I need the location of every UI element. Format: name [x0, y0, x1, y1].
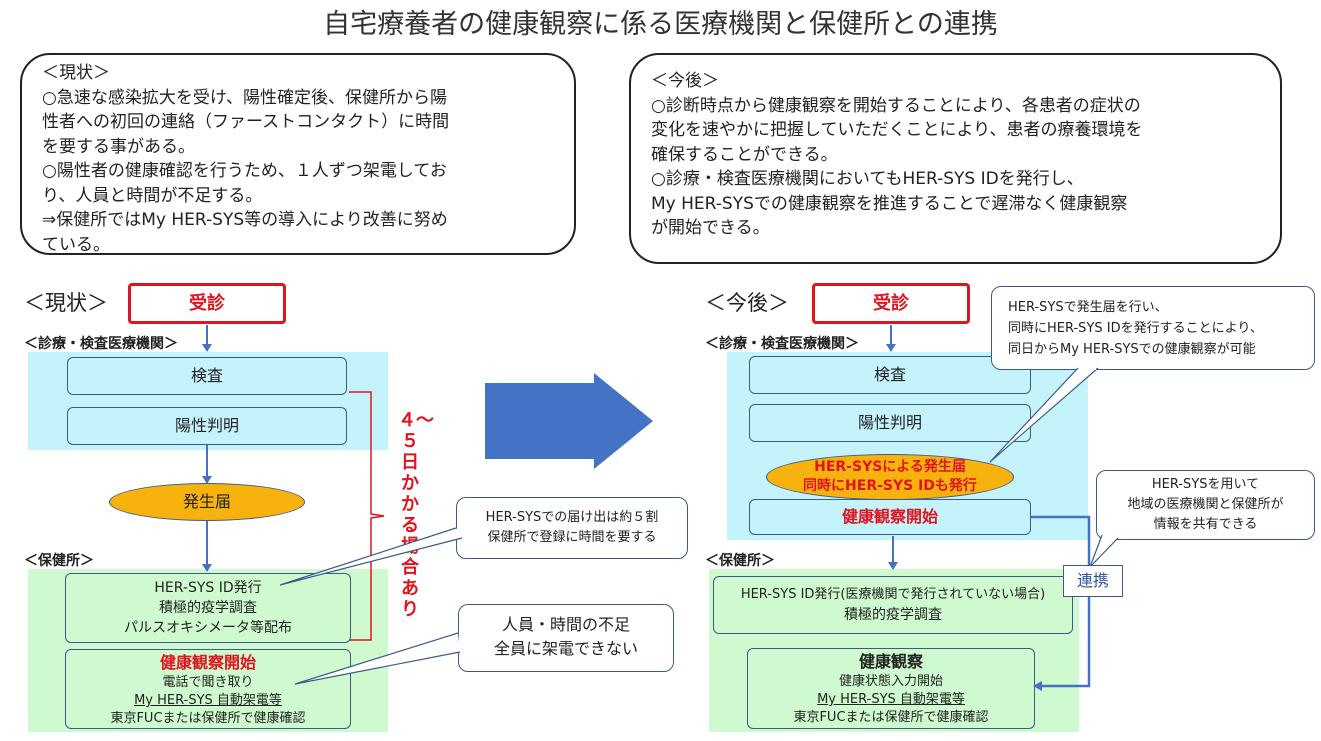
right-observation-box: 健康観察 健康状態入力開始 My HER-SYS 自動架電等 東京FUCまたは保… [747, 648, 1035, 729]
flow-arrow-head [202, 564, 212, 572]
callout-pointer [989, 367, 1099, 463]
left-visit-box: 受診 [128, 283, 286, 324]
left-observation-box: 健康観察開始 電話で聞き取り My HER-SYS 自動架電等 東京FUCまたは… [65, 649, 351, 729]
right-visit-box: 受診 [812, 283, 970, 324]
future-box: ＜今後＞ ○診断時点から健康観察を開始することにより、各患者の症状の 変化を速や… [629, 53, 1282, 264]
left-hc-line: HER-SYS ID発行 [154, 580, 262, 596]
flow-arrow-head [1033, 681, 1042, 691]
callout-line: 保健所で登録に時間を要する [487, 530, 657, 545]
future-line: 変化を速やかに把握していただくことにより、患者の療養環境を [651, 120, 1143, 140]
callout-line: 同時にHER-SYS IDを発行することにより、 [1008, 321, 1263, 336]
page-title: 自宅療養者の健康観察に係る医療機関と保健所との連携 [323, 9, 998, 40]
left-hc-line: パルスオキシメータ等配布 [124, 620, 292, 636]
future-line: が開始できる。 [651, 218, 770, 238]
current-line: ている。 [42, 234, 110, 255]
right-notification-line: 同時にHER-SYS IDも発行 [803, 478, 977, 494]
left-clinic-label: ＜診療・検査医療機関＞ [24, 336, 178, 352]
left-notification-oval: 発生届 [109, 483, 305, 521]
right-notification-oval: HER-SYSによる発生届 同時にHER-SYS IDも発行 [766, 454, 1014, 500]
right-obs-start-box: 健康観察開始 [749, 499, 1031, 535]
link-connector [1031, 515, 1091, 688]
left-callout-staff: 人員・時間の不足 全員に架電できない [458, 604, 674, 672]
left-clinic-area [28, 352, 388, 450]
left-positive-box: 陽性判明 [67, 407, 347, 445]
right-obs-line: My HER-SYS 自動架電等 [817, 692, 965, 707]
left-obs-line: 東京FUCまたは保健所で健康確認 [110, 711, 306, 726]
left-obs-title: 健康観察開始 [159, 653, 256, 672]
callout-line: HER-SYSで発生届を行い、 [1008, 300, 1168, 315]
callout-line: 人員・時間の不足 [501, 615, 630, 634]
flow-arrow-head [886, 344, 896, 352]
right-clinic-label: ＜診療・検査医療機関＞ [705, 336, 859, 352]
right-hc-line: 積極的疫学調査 [844, 607, 942, 623]
current-line: ○急速な感染拡大を受け、陽性確定後、保健所から陽 [42, 87, 447, 108]
current-line: ⇒保健所ではMy HER-SYS等の導入により改善に努め [42, 210, 448, 230]
callout-line: HER-SYSを用いて [1151, 477, 1260, 492]
right-callout-sharing: HER-SYSを用いて 地域の医療機関と保健所が 情報を共有できる [1096, 470, 1315, 540]
left-health-center-label: ＜保健所＞ [24, 553, 94, 569]
current-line: り、人員と時間が不足する。 [42, 185, 263, 206]
right-clinic-area [727, 352, 1088, 540]
right-section-label: ＜今後＞ [705, 291, 789, 315]
right-test-box: 検査 [749, 356, 1031, 394]
left-section-label: ＜現状＞ [24, 291, 108, 315]
right-callout-notification: HER-SYSで発生届を行い、 同時にHER-SYS IDを発行することにより、… [991, 286, 1315, 370]
current-line: 性者への初回の連絡（ファーストコンタクト）に時間 [42, 112, 450, 132]
future-line: ○診断時点から健康観察を開始することにより、各患者の症状の [651, 95, 1141, 116]
right-notification-line: HER-SYSによる発生届 [814, 459, 966, 475]
right-hc-box: HER-SYS ID発行(医療機関で発行されていない場合) 積極的疫学調査 [713, 576, 1073, 634]
callout-line: 同日からMy HER-SYSでの健康観察が可能 [1008, 342, 1256, 357]
left-callout-registration: HER-SYSでの届け出は約５割 保健所で登録に時間を要する [456, 497, 688, 559]
right-health-center-area [709, 569, 1079, 732]
link-label: 連携 [1063, 565, 1123, 597]
right-health-center-label: ＜保健所＞ [705, 553, 775, 569]
right-obs-line: 東京FUCまたは保健所で健康確認 [793, 710, 989, 725]
current-line: を要する事がある。 [42, 136, 195, 157]
right-obs-title: 健康観察 [858, 652, 923, 671]
callout-line: 情報を共有できる [1153, 517, 1258, 532]
left-hc-line: 積極的疫学調査 [159, 600, 257, 616]
left-obs-line: My HER-SYS 自動架電等 [134, 693, 282, 708]
flow-arrow-head [202, 476, 212, 484]
flow-arrow-head [888, 562, 898, 570]
left-test-box: 検査 [67, 357, 347, 395]
left-obs-line: 電話で聞き取り [162, 675, 254, 690]
future-line: My HER-SYSでの健康観察を推進することで遅滞なく健康観察 [651, 193, 1128, 214]
current-line: ＜現状＞ [42, 63, 110, 83]
right-hc-line: HER-SYS ID発行(医療機関で発行されていない場合) [740, 587, 1046, 602]
flow-arrow-head [202, 344, 212, 352]
future-line: ○診療・検査医療機関においてもHER-SYS IDを発行し、 [651, 169, 1084, 189]
callout-line: 地域の医療機関と保健所が [1127, 497, 1284, 512]
callout-pointer [279, 527, 463, 586]
days-bracket [349, 391, 385, 641]
callout-pointer [1089, 534, 1119, 568]
future-line: 確保することができる。 [651, 144, 838, 165]
callout-line: 全員に架電できない [493, 639, 638, 658]
future-line: ＜今後＞ [651, 71, 719, 91]
callout-pointer [294, 632, 461, 685]
callout-line: HER-SYSでの届け出は約５割 [485, 510, 659, 525]
transition-arrow-icon [485, 373, 653, 469]
current-line: ○陽性者の健康確認を行うため、１人ずつ架電してお [42, 161, 447, 181]
current-status-box: ＜現状＞ ○急速な感染拡大を受け、陽性確定後、保健所から陽 性者への初回の連絡（… [20, 53, 576, 255]
left-health-center-area [28, 569, 388, 732]
left-hc-box: HER-SYS ID発行 積極的疫学調査 パルスオキシメータ等配布 [65, 573, 351, 643]
right-obs-line: 健康状態入力開始 [838, 674, 943, 689]
